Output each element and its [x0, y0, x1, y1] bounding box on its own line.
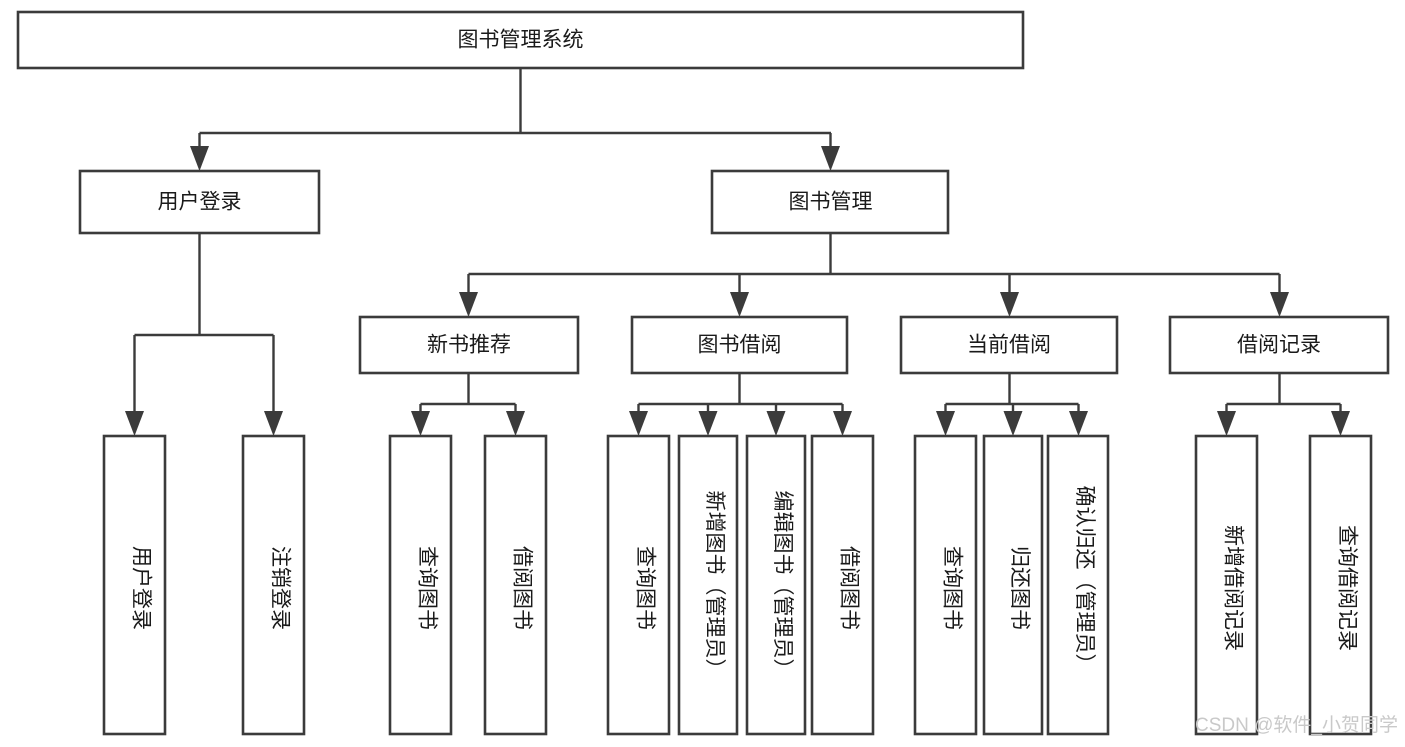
arrowhead-newbook-leaf2	[506, 411, 525, 436]
leaf-add-book-admin-box[interactable]	[677, 434, 739, 736]
leaf-current-query-books[interactable]: 查询图书	[913, 434, 978, 736]
leaf-edit-book-admin[interactable]: 编辑图书（管理员）	[745, 434, 807, 736]
arrowhead-newbook-leaf1	[411, 411, 430, 436]
node-book-borrow[interactable]: 图书借阅	[630, 315, 849, 375]
leaf-return-books-box[interactable]	[982, 434, 1044, 736]
leaf-newbook-query-books-box[interactable]	[388, 434, 453, 736]
leaf-add-borrow-record-label: 新增借阅记录	[1222, 525, 1245, 651]
node-root-box[interactable]	[16, 10, 1025, 70]
node-borrow-record-box[interactable]	[1168, 315, 1390, 375]
leaf-add-borrow-record[interactable]: 新增借阅记录	[1194, 434, 1259, 736]
leaf-query-borrow-record[interactable]: 查询借阅记录	[1308, 434, 1373, 736]
leaf-newbook-borrow-books[interactable]: 借阅图书	[483, 434, 548, 736]
leaf-borrow-books-label: 借阅图书	[838, 546, 861, 630]
node-root-label: 图书管理系统	[458, 29, 584, 52]
node-root-system[interactable]: 图书管理系统	[16, 10, 1025, 70]
arrowhead-borrow-leaf2	[698, 411, 718, 436]
node-user-login[interactable]: 用户登录	[78, 169, 321, 235]
leaf-user-login-box[interactable]	[102, 434, 167, 736]
leaf-newbook-query-books[interactable]: 查询图书	[388, 434, 453, 736]
leaf-newbook-borrow-books-label: 借阅图书	[511, 546, 534, 630]
leaf-logout-box[interactable]	[241, 434, 306, 736]
arrowhead-borrow-leaf4	[833, 411, 852, 436]
leaf-edit-book-admin-label: 编辑图书（管理员）	[771, 491, 794, 680]
leaf-query-borrow-record-box[interactable]	[1308, 434, 1373, 736]
leaf-confirm-return-admin-label: 确认归还（管理员）	[1073, 486, 1096, 675]
arrowhead-book-mgmt-current	[1000, 292, 1019, 317]
leaf-add-book-admin-label: 新增图书（管理员）	[703, 491, 726, 680]
node-book-borrow-label: 图书借阅	[698, 334, 782, 357]
leaf-confirm-return-admin[interactable]: 确认归还（管理员）	[1046, 434, 1110, 736]
leaf-user-login[interactable]: 用户登录	[102, 434, 167, 736]
leaf-add-borrow-record-box[interactable]	[1194, 434, 1259, 736]
edge-layer	[125, 68, 1350, 436]
leaf-borrow-books-box[interactable]	[810, 434, 875, 736]
arrowhead-borrow-leaf3	[766, 411, 786, 436]
arrowhead-root-to-book-mgmt	[821, 146, 840, 171]
arrowhead-current-leaf3	[1069, 411, 1088, 436]
leaf-newbook-query-books-label: 查询图书	[416, 546, 439, 630]
node-new-book-recommend[interactable]: 新书推荐	[358, 315, 580, 375]
leaf-newbook-borrow-books-box[interactable]	[483, 434, 548, 736]
node-new-book-recommend-label: 新书推荐	[427, 334, 511, 357]
leaf-borrow-books[interactable]: 借阅图书	[810, 434, 875, 736]
node-book-management-label: 图书管理	[789, 191, 873, 214]
csdn-watermark: CSDN @软件_小贺同学	[1195, 714, 1398, 736]
leaf-edit-book-admin-box[interactable]	[745, 434, 807, 736]
node-new-book-recommend-box[interactable]	[358, 315, 580, 375]
leaf-logout[interactable]: 注销登录	[241, 434, 306, 736]
arrowhead-current-leaf2	[1003, 411, 1023, 436]
arrowhead-borrow-leaf1	[629, 411, 648, 436]
node-borrow-record-label: 借阅记录	[1237, 334, 1321, 357]
leaf-return-books-label: 归还图书	[1008, 546, 1031, 630]
node-current-borrow-box[interactable]	[899, 315, 1119, 375]
leaf-borrow-query-books-box[interactable]	[606, 434, 671, 736]
node-book-management[interactable]: 图书管理	[710, 169, 950, 235]
node-current-borrow[interactable]: 当前借阅	[899, 315, 1119, 375]
node-book-borrow-box[interactable]	[630, 315, 849, 375]
arrowhead-root-to-user-login	[190, 146, 209, 171]
node-user-login-box[interactable]	[78, 169, 321, 235]
leaf-return-books[interactable]: 归还图书	[982, 434, 1044, 736]
node-current-borrow-label: 当前借阅	[967, 334, 1051, 357]
node-book-management-box[interactable]	[710, 169, 950, 235]
leaf-add-book-admin[interactable]: 新增图书（管理员）	[677, 434, 739, 736]
arrowhead-record-leaf1	[1217, 411, 1236, 436]
arrowhead-user-login-leaf1	[125, 411, 144, 436]
arrowhead-book-mgmt-borrow	[730, 292, 749, 317]
leaf-user-login-label: 用户登录	[130, 546, 153, 630]
leaf-current-query-books-label: 查询图书	[941, 546, 964, 630]
arrowhead-user-login-leaf2	[264, 411, 283, 436]
arrowhead-current-leaf1	[936, 411, 955, 436]
leaf-current-query-books-box[interactable]	[913, 434, 978, 736]
node-user-login-label: 用户登录	[158, 191, 242, 214]
arrowhead-book-mgmt-newbook	[459, 292, 478, 317]
arrowhead-record-leaf2	[1331, 411, 1350, 436]
node-borrow-record[interactable]: 借阅记录	[1168, 315, 1390, 375]
arrowhead-book-mgmt-record	[1270, 292, 1289, 317]
leaf-confirm-return-admin-box[interactable]	[1046, 434, 1110, 736]
leaf-borrow-query-books[interactable]: 查询图书	[606, 434, 671, 736]
leaf-borrow-query-books-label: 查询图书	[634, 546, 657, 630]
leaf-logout-label: 注销登录	[269, 546, 292, 630]
leaf-query-borrow-record-label: 查询借阅记录	[1336, 525, 1359, 651]
